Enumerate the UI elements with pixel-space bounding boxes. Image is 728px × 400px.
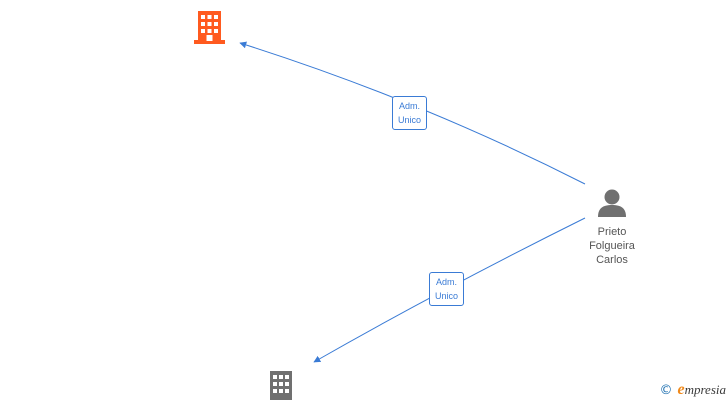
edge-label-line: Unico xyxy=(435,291,459,301)
empresia-logo: © e mpresia xyxy=(659,381,726,398)
edge-label-top: Adm. Unico xyxy=(392,96,428,130)
edge-label-line: Unico xyxy=(398,115,422,125)
building-icon[interactable] xyxy=(194,11,225,44)
edge-label-line: Adm. xyxy=(436,277,458,287)
person-icon[interactable] xyxy=(598,189,626,218)
building-icon[interactable] xyxy=(270,371,292,400)
edge-label-bottom: Adm. Unico xyxy=(429,272,465,306)
brand-name: mpresia xyxy=(684,382,726,397)
copyright-icon: © xyxy=(659,382,673,398)
edge-label-line: Adm. xyxy=(399,101,421,111)
brand-initial: e xyxy=(677,381,685,398)
person-name[interactable]: Prieto Folgueira Carlos xyxy=(589,226,635,266)
